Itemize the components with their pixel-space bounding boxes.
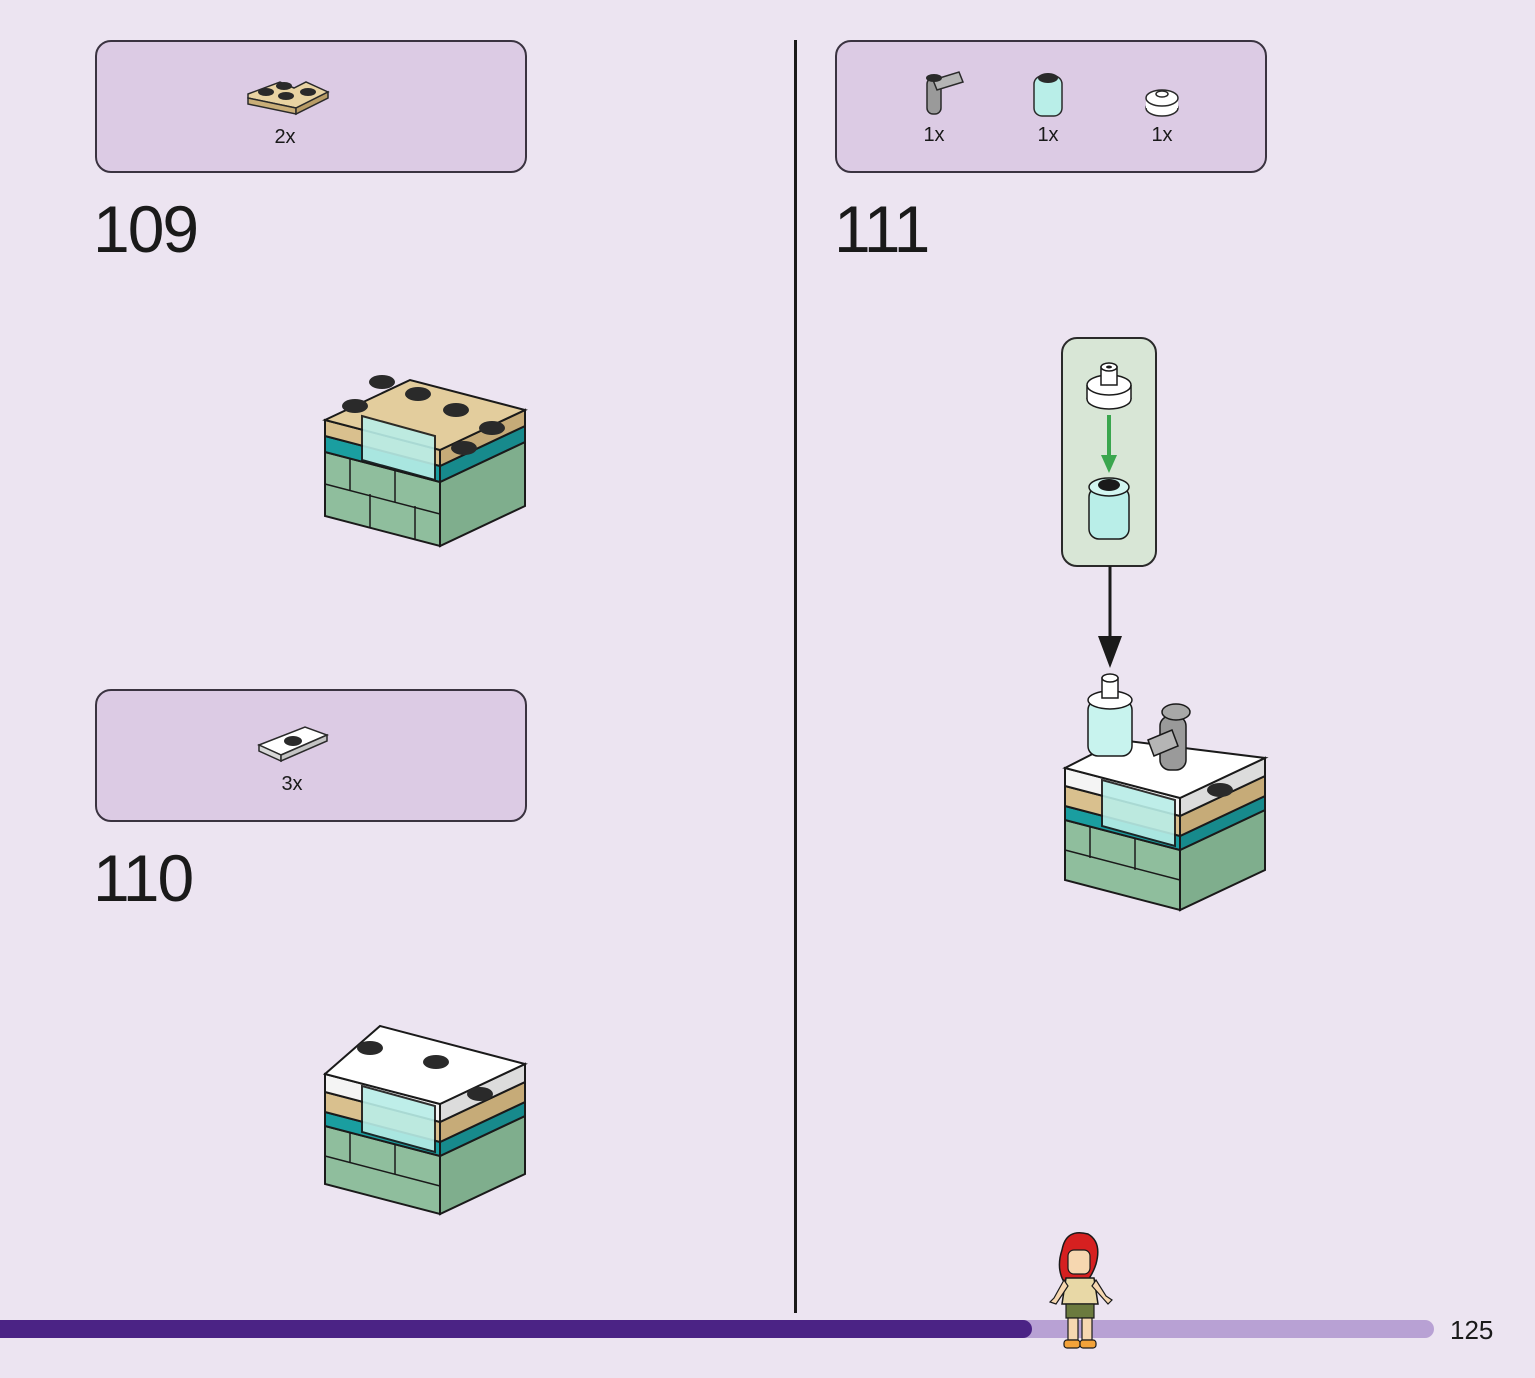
part-item: 1x — [889, 70, 979, 147]
part-quantity: 2x — [274, 126, 296, 148]
minifigure-icon — [1048, 1232, 1113, 1349]
progress-fill — [0, 1320, 1033, 1338]
part-quantity: 1x — [923, 124, 945, 146]
tan-corner-plate-icon — [247, 81, 330, 116]
sub-assembly-callout — [1061, 337, 1157, 567]
part-item: 3x — [247, 719, 337, 796]
parts-list-step-109: 2x — [95, 40, 527, 173]
step-110-model — [322, 1024, 528, 1216]
page-number: 125 — [1450, 1315, 1494, 1345]
part-item: 2x — [240, 68, 330, 149]
progress-track — [0, 1320, 1434, 1338]
sub-assembly-illustration — [1086, 362, 1132, 540]
trans-light-blue-cylinder-icon — [1033, 73, 1063, 117]
part-item: 1x — [1117, 70, 1207, 147]
column-divider — [794, 40, 797, 1313]
part-quantity: 1x — [1037, 124, 1059, 146]
part-quantity: 3x — [281, 773, 303, 795]
white-round-tile-icon — [1145, 89, 1179, 117]
part-item: 1x — [1003, 70, 1093, 147]
placement-arrow — [1098, 566, 1122, 668]
step-109-model — [322, 375, 528, 548]
step-number: 111 — [834, 192, 930, 266]
parts-list-step-111: 1x 1x 1x — [835, 40, 1267, 173]
step-number: 109 — [93, 192, 199, 266]
grey-faucet-icon — [926, 71, 964, 115]
white-jumper-plate-icon — [257, 726, 330, 763]
step-number: 110 — [93, 841, 194, 915]
parts-list-step-110: 3x — [95, 689, 527, 822]
part-quantity: 1x — [1151, 124, 1173, 146]
step-111-model — [1062, 673, 1269, 912]
